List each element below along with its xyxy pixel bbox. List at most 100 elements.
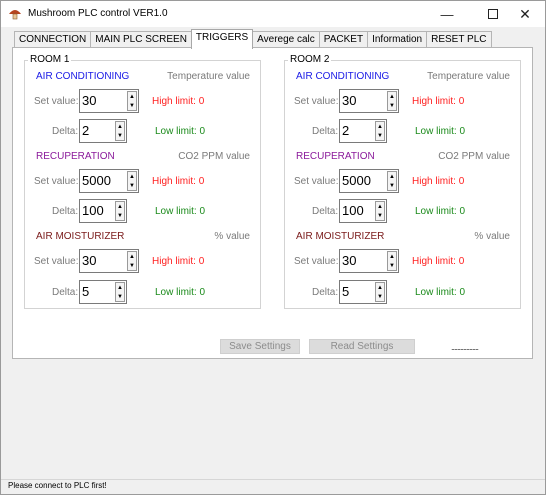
spin-up-icon[interactable]: ▲ (129, 93, 135, 100)
room-2-ac-high-limit: High limit: 0 (412, 96, 465, 107)
room-2-rec-set-value-spinner[interactable]: 5000 ▲ ▼ (339, 169, 399, 193)
spin-down-icon[interactable]: ▼ (117, 212, 123, 219)
minimize-button[interactable]: — (430, 1, 464, 27)
spin-down-icon[interactable]: ▼ (117, 293, 123, 300)
spin-down-icon[interactable]: ▼ (377, 212, 383, 219)
room-1-rec-set-value-spinner[interactable]: 5000 ▲ ▼ (79, 169, 139, 193)
room-2-air-conditioning-title: AIR CONDITIONING (296, 71, 390, 82)
room-2-recuperation-title: RECUPERATION (296, 151, 375, 162)
room-2-ac-delta-label: Delta: (312, 126, 339, 137)
room-1-air-conditioning-unit: Temperature value (167, 71, 250, 82)
spin-up-icon[interactable]: ▲ (117, 123, 123, 130)
room-1-rec-set-value-label: Set value: (34, 176, 79, 187)
room-1-ac-high-limit: High limit: 0 (152, 96, 205, 107)
tab-information[interactable]: Information (367, 31, 428, 48)
room-1-ac-delta-spinner[interactable]: 2 ▲ ▼ (79, 119, 127, 143)
room-1-title: ROOM 1 (28, 54, 72, 65)
room-2-am-set-value: 30 (342, 253, 357, 268)
maximize-button[interactable] (476, 1, 510, 27)
room-1-air-conditioning-title: AIR CONDITIONING (36, 71, 130, 82)
spin-down-icon[interactable]: ▼ (377, 293, 383, 300)
status-text: Please connect to PLC first! (8, 481, 107, 490)
room-1-recuperation-unit: CO2 PPM value (178, 151, 250, 162)
spin-up-icon[interactable]: ▲ (377, 123, 383, 130)
mushroom-icon (9, 10, 21, 20)
spin-down-icon[interactable]: ▼ (129, 102, 135, 109)
tab-triggers[interactable]: TRIGGERS (190, 29, 254, 49)
room-2-am-set-value-spinner[interactable]: 30 ▲ ▼ (339, 249, 399, 273)
progress-placeholder: .................. (451, 342, 479, 352)
room-1-rec-delta: 100 (82, 203, 104, 218)
room-1-am-delta-label: Delta: (52, 287, 79, 298)
spin-up-icon[interactable]: ▲ (117, 284, 123, 291)
spin-down-icon[interactable]: ▼ (129, 182, 135, 189)
room-2-am-high-limit: High limit: 0 (412, 256, 465, 267)
tab-packet[interactable]: PACKET (318, 31, 369, 48)
room-2-ac-delta-spinner[interactable]: 2 ▲ ▼ (339, 119, 387, 143)
spin-up-icon[interactable]: ▲ (117, 203, 123, 210)
room-1-group: ROOM 1 AIR CONDITIONING Temperature valu… (24, 54, 261, 309)
room-1-am-set-value-label: Set value: (34, 256, 79, 267)
room-1-am-set-value: 30 (82, 253, 97, 268)
room-2-rec-delta-spinner[interactable]: 100 ▲ ▼ (339, 199, 387, 223)
room-2-am-low-limit: Low limit: 0 (415, 287, 466, 298)
room-2-ac-low-limit: Low limit: 0 (415, 126, 466, 137)
room-1-ac-set-value-spinner[interactable]: 30 ▲ ▼ (79, 89, 139, 113)
room-2-rec-delta: 100 (342, 203, 364, 218)
room-1-rec-delta-label: Delta: (52, 206, 79, 217)
spin-up-icon[interactable]: ▲ (377, 203, 383, 210)
spin-up-icon[interactable]: ▲ (129, 173, 135, 180)
room-2-am-delta: 5 (342, 284, 350, 299)
room-2-rec-delta-label: Delta: (312, 206, 339, 217)
room-2-rec-low-limit: Low limit: 0 (415, 206, 466, 217)
spin-up-icon[interactable]: ▲ (389, 93, 395, 100)
room-2-rec-high-limit: High limit: 0 (412, 176, 465, 187)
spin-down-icon[interactable]: ▼ (377, 132, 383, 139)
tab-averege-calc[interactable]: Averege calc (252, 31, 320, 48)
spin-up-icon[interactable]: ▲ (129, 253, 135, 260)
room-1-am-set-value-spinner[interactable]: 30 ▲ ▼ (79, 249, 139, 273)
spin-down-icon[interactable]: ▼ (389, 182, 395, 189)
maximize-icon (488, 9, 498, 19)
room-1-ac-set-value: 30 (82, 93, 97, 108)
room-2-title: ROOM 2 (288, 54, 332, 65)
room-1-rec-low-limit: Low limit: 0 (155, 206, 206, 217)
room-1-am-delta: 5 (82, 284, 90, 299)
room-1-rec-delta-spinner[interactable]: 100 ▲ ▼ (79, 199, 127, 223)
spin-down-icon[interactable]: ▼ (129, 262, 135, 269)
room-2-am-delta-spinner[interactable]: 5 ▲ ▼ (339, 280, 387, 304)
room-2-air-moisturizer-title: AIR MOISTURIZER (296, 231, 385, 242)
spin-down-icon[interactable]: ▼ (389, 102, 395, 109)
minimize-icon: — (440, 6, 454, 22)
room-1-am-low-limit: Low limit: 0 (155, 287, 206, 298)
room-1-ac-low-limit: Low limit: 0 (155, 126, 206, 137)
room-2-am-delta-label: Delta: (312, 287, 339, 298)
spin-up-icon[interactable]: ▲ (389, 173, 395, 180)
room-1-rec-set-value: 5000 (82, 173, 111, 188)
tab-main-plc-screen[interactable]: MAIN PLC SCREEN (90, 31, 192, 48)
room-1-ac-set-value-label: Set value: (34, 96, 79, 107)
tab-connection[interactable]: CONNECTION (14, 31, 92, 48)
room-2-ac-set-value: 30 (342, 93, 357, 108)
room-2-rec-set-value: 5000 (342, 173, 371, 188)
close-button[interactable]: ✕ (508, 1, 542, 27)
spin-up-icon[interactable]: ▲ (377, 284, 383, 291)
save-settings-button[interactable]: Save Settings (220, 339, 300, 354)
spin-up-icon[interactable]: ▲ (389, 253, 395, 260)
window-title: Mushroom PLC control VER1.0 (28, 8, 168, 19)
room-2-air-conditioning-unit: Temperature value (427, 71, 510, 82)
title-bar: Mushroom PLC control VER1.0 — ✕ (1, 1, 545, 27)
tab-bar: CONNECTION MAIN PLC SCREEN TRIGGERS Aver… (14, 29, 492, 49)
room-2-ac-set-value-spinner[interactable]: 30 ▲ ▼ (339, 89, 399, 113)
spin-down-icon[interactable]: ▼ (389, 262, 395, 269)
read-settings-button[interactable]: Read Settings (309, 339, 415, 354)
room-2-group: ROOM 2 AIR CONDITIONING Temperature valu… (284, 54, 521, 309)
room-1-rec-high-limit: High limit: 0 (152, 176, 205, 187)
room-2-ac-delta: 2 (342, 123, 350, 138)
room-1-am-delta-spinner[interactable]: 5 ▲ ▼ (79, 280, 127, 304)
room-1-air-moisturizer-unit: % value (214, 231, 250, 242)
tab-reset-plc[interactable]: RESET PLC (426, 31, 492, 48)
spin-down-icon[interactable]: ▼ (117, 132, 123, 139)
room-1-ac-delta-label: Delta: (52, 126, 79, 137)
